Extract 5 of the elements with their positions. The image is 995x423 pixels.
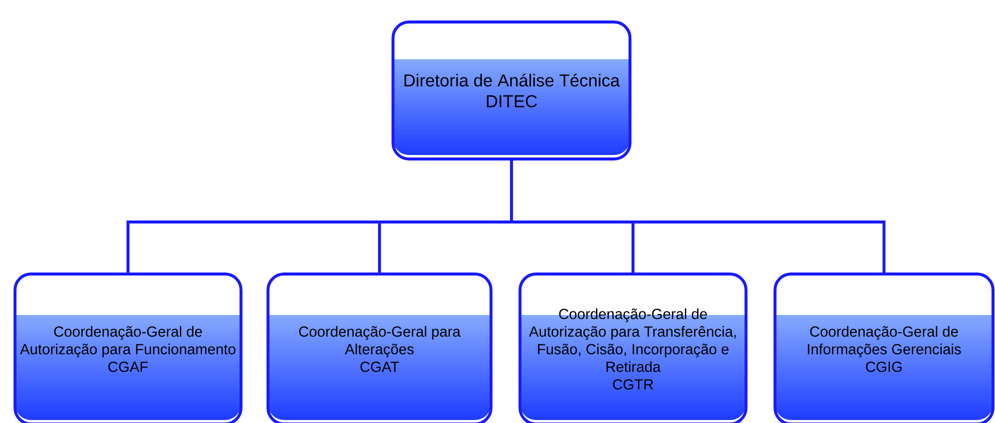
org-box: Coordenação-Geral para Alterações CGAT [266,272,492,423]
org-box: Coordenação-Geral de Informações Gerenciais CGIG [774,272,994,423]
org-box: Coordenação-Geral de Autorização para Funcionamento CGAF [14,272,242,423]
org-box: Coordenação-Geral de Autorização para Transferência, Fusão, Cisão, Incorporação e Retirada CGTR [518,272,748,423]
org-box: Diretoria de Análise Técnica DITEC [392,20,632,160]
